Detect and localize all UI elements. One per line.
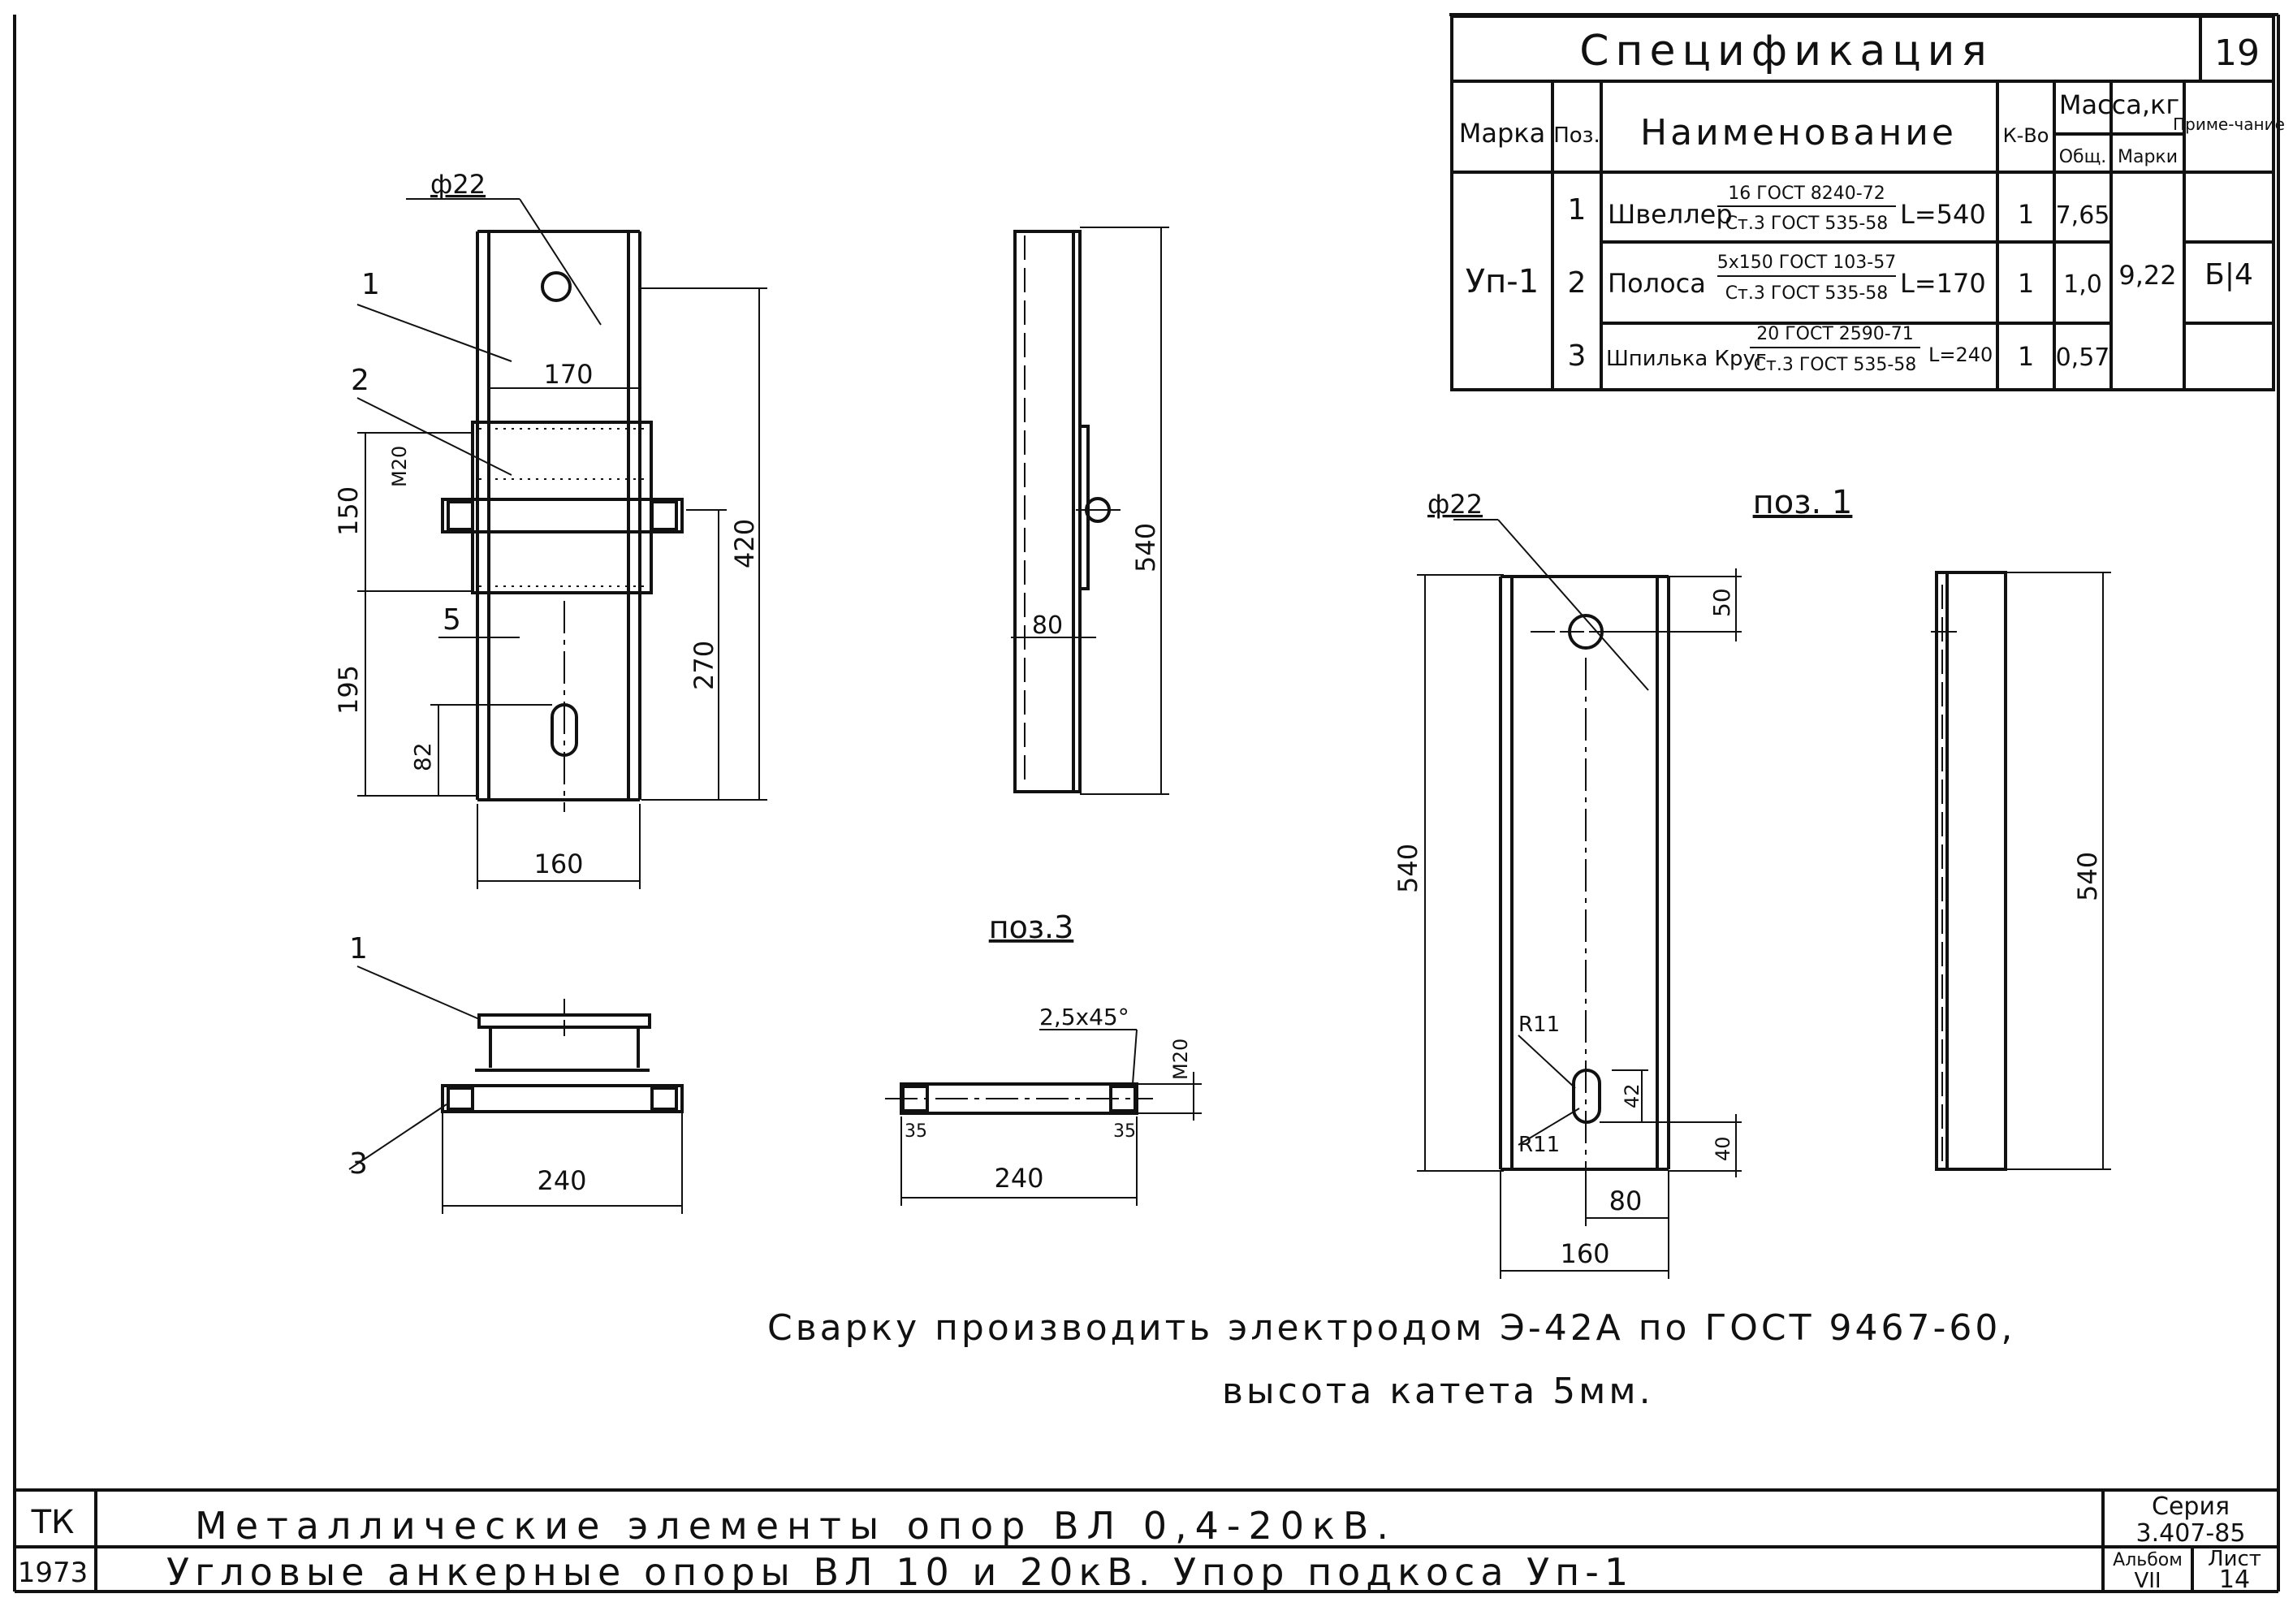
spec-row: 2 Полоса 5х150 ГОСТ 103-57 Ст.3 ГОСТ 535… xyxy=(1568,253,2102,304)
mark-value: Уп-1 xyxy=(1466,263,1539,300)
dim-pos1-80: 80 xyxy=(1609,1186,1643,1216)
year-label: 1973 xyxy=(18,1557,89,1589)
header-mass-total: Общ. xyxy=(2059,147,2107,167)
dim-pos1-r11-top: R11 xyxy=(1518,1013,1560,1037)
header-mark: Марка xyxy=(1459,118,1545,149)
row-mass: 0,57 xyxy=(2056,343,2110,372)
dim-35-left: 35 xyxy=(905,1121,927,1142)
note-line-1: Сварку производить электродом Э-42А по Г… xyxy=(767,1307,2015,1349)
dim-side-80: 80 xyxy=(1032,611,1063,640)
row-qty: 1 xyxy=(2018,341,2034,372)
dim-bottom-240: 240 xyxy=(537,1165,586,1196)
dim-pos1-50: 50 xyxy=(1708,588,1735,617)
dim-pos1-160: 160 xyxy=(1560,1238,1609,1269)
row-name: Полоса xyxy=(1608,268,1706,299)
assembly-bottom-view: 1 3 240 xyxy=(348,932,684,1214)
note-line-2: высота катета 5мм. xyxy=(1222,1371,1654,1412)
header-mass-mark: Марки xyxy=(2118,147,2178,167)
row-mass: 1,0 xyxy=(2063,270,2102,299)
dim-channel-width: 160 xyxy=(533,849,583,879)
album-label: Альбом xyxy=(2113,1550,2183,1570)
dim-plate-width: 170 xyxy=(543,359,593,390)
sheet-frame xyxy=(13,13,2280,1592)
sheet-label: Лист xyxy=(2208,1547,2261,1571)
assembly-side-view: 540 80 xyxy=(1011,227,1169,795)
assembly-front-view: ф22 170 160 1 2 5 M20 150 195 82 420 270 xyxy=(333,169,767,889)
row-qty: 1 xyxy=(2018,268,2034,299)
label-part-1: 1 xyxy=(361,268,380,301)
pos1-title: поз. 1 xyxy=(1753,484,1853,521)
dim-195: 195 xyxy=(333,665,364,715)
dim-270: 270 xyxy=(689,641,719,690)
dim-35-right: 35 xyxy=(1113,1121,1136,1142)
row-name: Швеллер xyxy=(1608,199,1733,230)
header-mass: Масса,кг xyxy=(2059,89,2179,120)
row-frac-top: 20 ГОСТ 2590-71 xyxy=(1756,324,1913,344)
pos3-view: поз.3 2,5х45° M20 35 35 240 xyxy=(885,909,1202,1206)
header-pos: Поз. xyxy=(1553,123,1600,148)
tk-label: ТК xyxy=(31,1504,75,1541)
row-mass: 7,65 xyxy=(2056,201,2110,230)
dim-chamfer: 2,5х45° xyxy=(1039,1004,1129,1030)
album-value: VII xyxy=(2134,1569,2161,1593)
row-frac-bottom: Ст.3 ГОСТ 535-58 xyxy=(1725,283,1889,304)
dim-pos1-r11-bottom: R11 xyxy=(1518,1133,1560,1157)
header-qty: К-Во xyxy=(2003,124,2049,147)
spec-page-number: 19 xyxy=(2214,32,2260,74)
dim-420: 420 xyxy=(729,519,760,568)
series-value: 3.407-85 xyxy=(2136,1519,2246,1548)
header-note: Приме-чание xyxy=(2173,114,2285,134)
dim-pos3-240: 240 xyxy=(994,1163,1043,1194)
welding-note: Сварку производить электродом Э-42А по Г… xyxy=(767,1307,2015,1412)
dim-150: 150 xyxy=(333,486,364,536)
header-name: Наименование xyxy=(1640,112,1957,153)
label-part-5: 5 xyxy=(443,603,461,637)
row-pos: 1 xyxy=(1568,193,1587,227)
dim-pos1-42: 42 xyxy=(1621,1083,1643,1108)
row-frac-bottom: Ст.3 ГОСТ 535-58 xyxy=(1754,355,1917,375)
dim-hole-diameter: ф22 xyxy=(430,169,486,200)
pos1-view: поз. 1 xyxy=(1393,484,2111,1279)
row-pos: 2 xyxy=(1568,266,1587,300)
title-line-1: Металлические элементы опор ВЛ 0,4-20кВ. xyxy=(195,1504,1397,1548)
mass-mark-value: 9,22 xyxy=(2118,260,2176,291)
row-name: Шпилька Круг xyxy=(1606,347,1767,371)
note-value: Б|4 xyxy=(2204,258,2253,292)
row-pos: 3 xyxy=(1568,339,1587,373)
dim-stud-thread: M20 xyxy=(388,446,411,487)
dim-pos1-40: 40 xyxy=(1712,1136,1734,1161)
row-length: L=540 xyxy=(1900,199,1986,230)
row-length: L=240 xyxy=(1928,343,1993,366)
dim-pos1-side-540: 540 xyxy=(2072,852,2103,901)
dim-pos1-540: 540 xyxy=(1393,844,1423,893)
dim-side-540: 540 xyxy=(1130,523,1161,572)
spec-title: Спецификация xyxy=(1579,27,1993,76)
series-label: Серия xyxy=(2152,1492,2230,1521)
title-line-2: Угловые анкерные опоры ВЛ 10 и 20кВ. Упо… xyxy=(166,1550,1634,1594)
label-part-2: 2 xyxy=(351,364,369,397)
pos3-title: поз.3 xyxy=(989,909,1074,945)
specification-table: Спецификация 19 Марка Поз. Наименование … xyxy=(1450,15,2285,391)
row-frac-top: 16 ГОСТ 8240-72 xyxy=(1728,184,1885,204)
dim-pos1-hole: ф22 xyxy=(1427,489,1483,520)
row-length: L=170 xyxy=(1900,268,1986,299)
spec-row: 1 Швеллер 16 ГОСТ 8240-72 Ст.3 ГОСТ 535-… xyxy=(1568,184,2110,234)
title-block: ТК 1973 Металлические элементы опор ВЛ 0… xyxy=(15,1488,2278,1594)
label-part-1: 1 xyxy=(349,932,368,965)
row-qty: 1 xyxy=(2018,199,2034,230)
row-frac-bottom: Ст.3 ГОСТ 535-58 xyxy=(1725,214,1889,234)
sheet-value: 14 xyxy=(2219,1566,2250,1594)
dim-thread: M20 xyxy=(1169,1039,1192,1080)
label-part-3: 3 xyxy=(349,1147,368,1181)
dim-82: 82 xyxy=(409,742,436,771)
row-frac-top: 5х150 ГОСТ 103-57 xyxy=(1717,253,1896,273)
spec-row: 3 Шпилька Круг 20 ГОСТ 2590-71 Ст.3 ГОСТ… xyxy=(1568,324,2110,375)
